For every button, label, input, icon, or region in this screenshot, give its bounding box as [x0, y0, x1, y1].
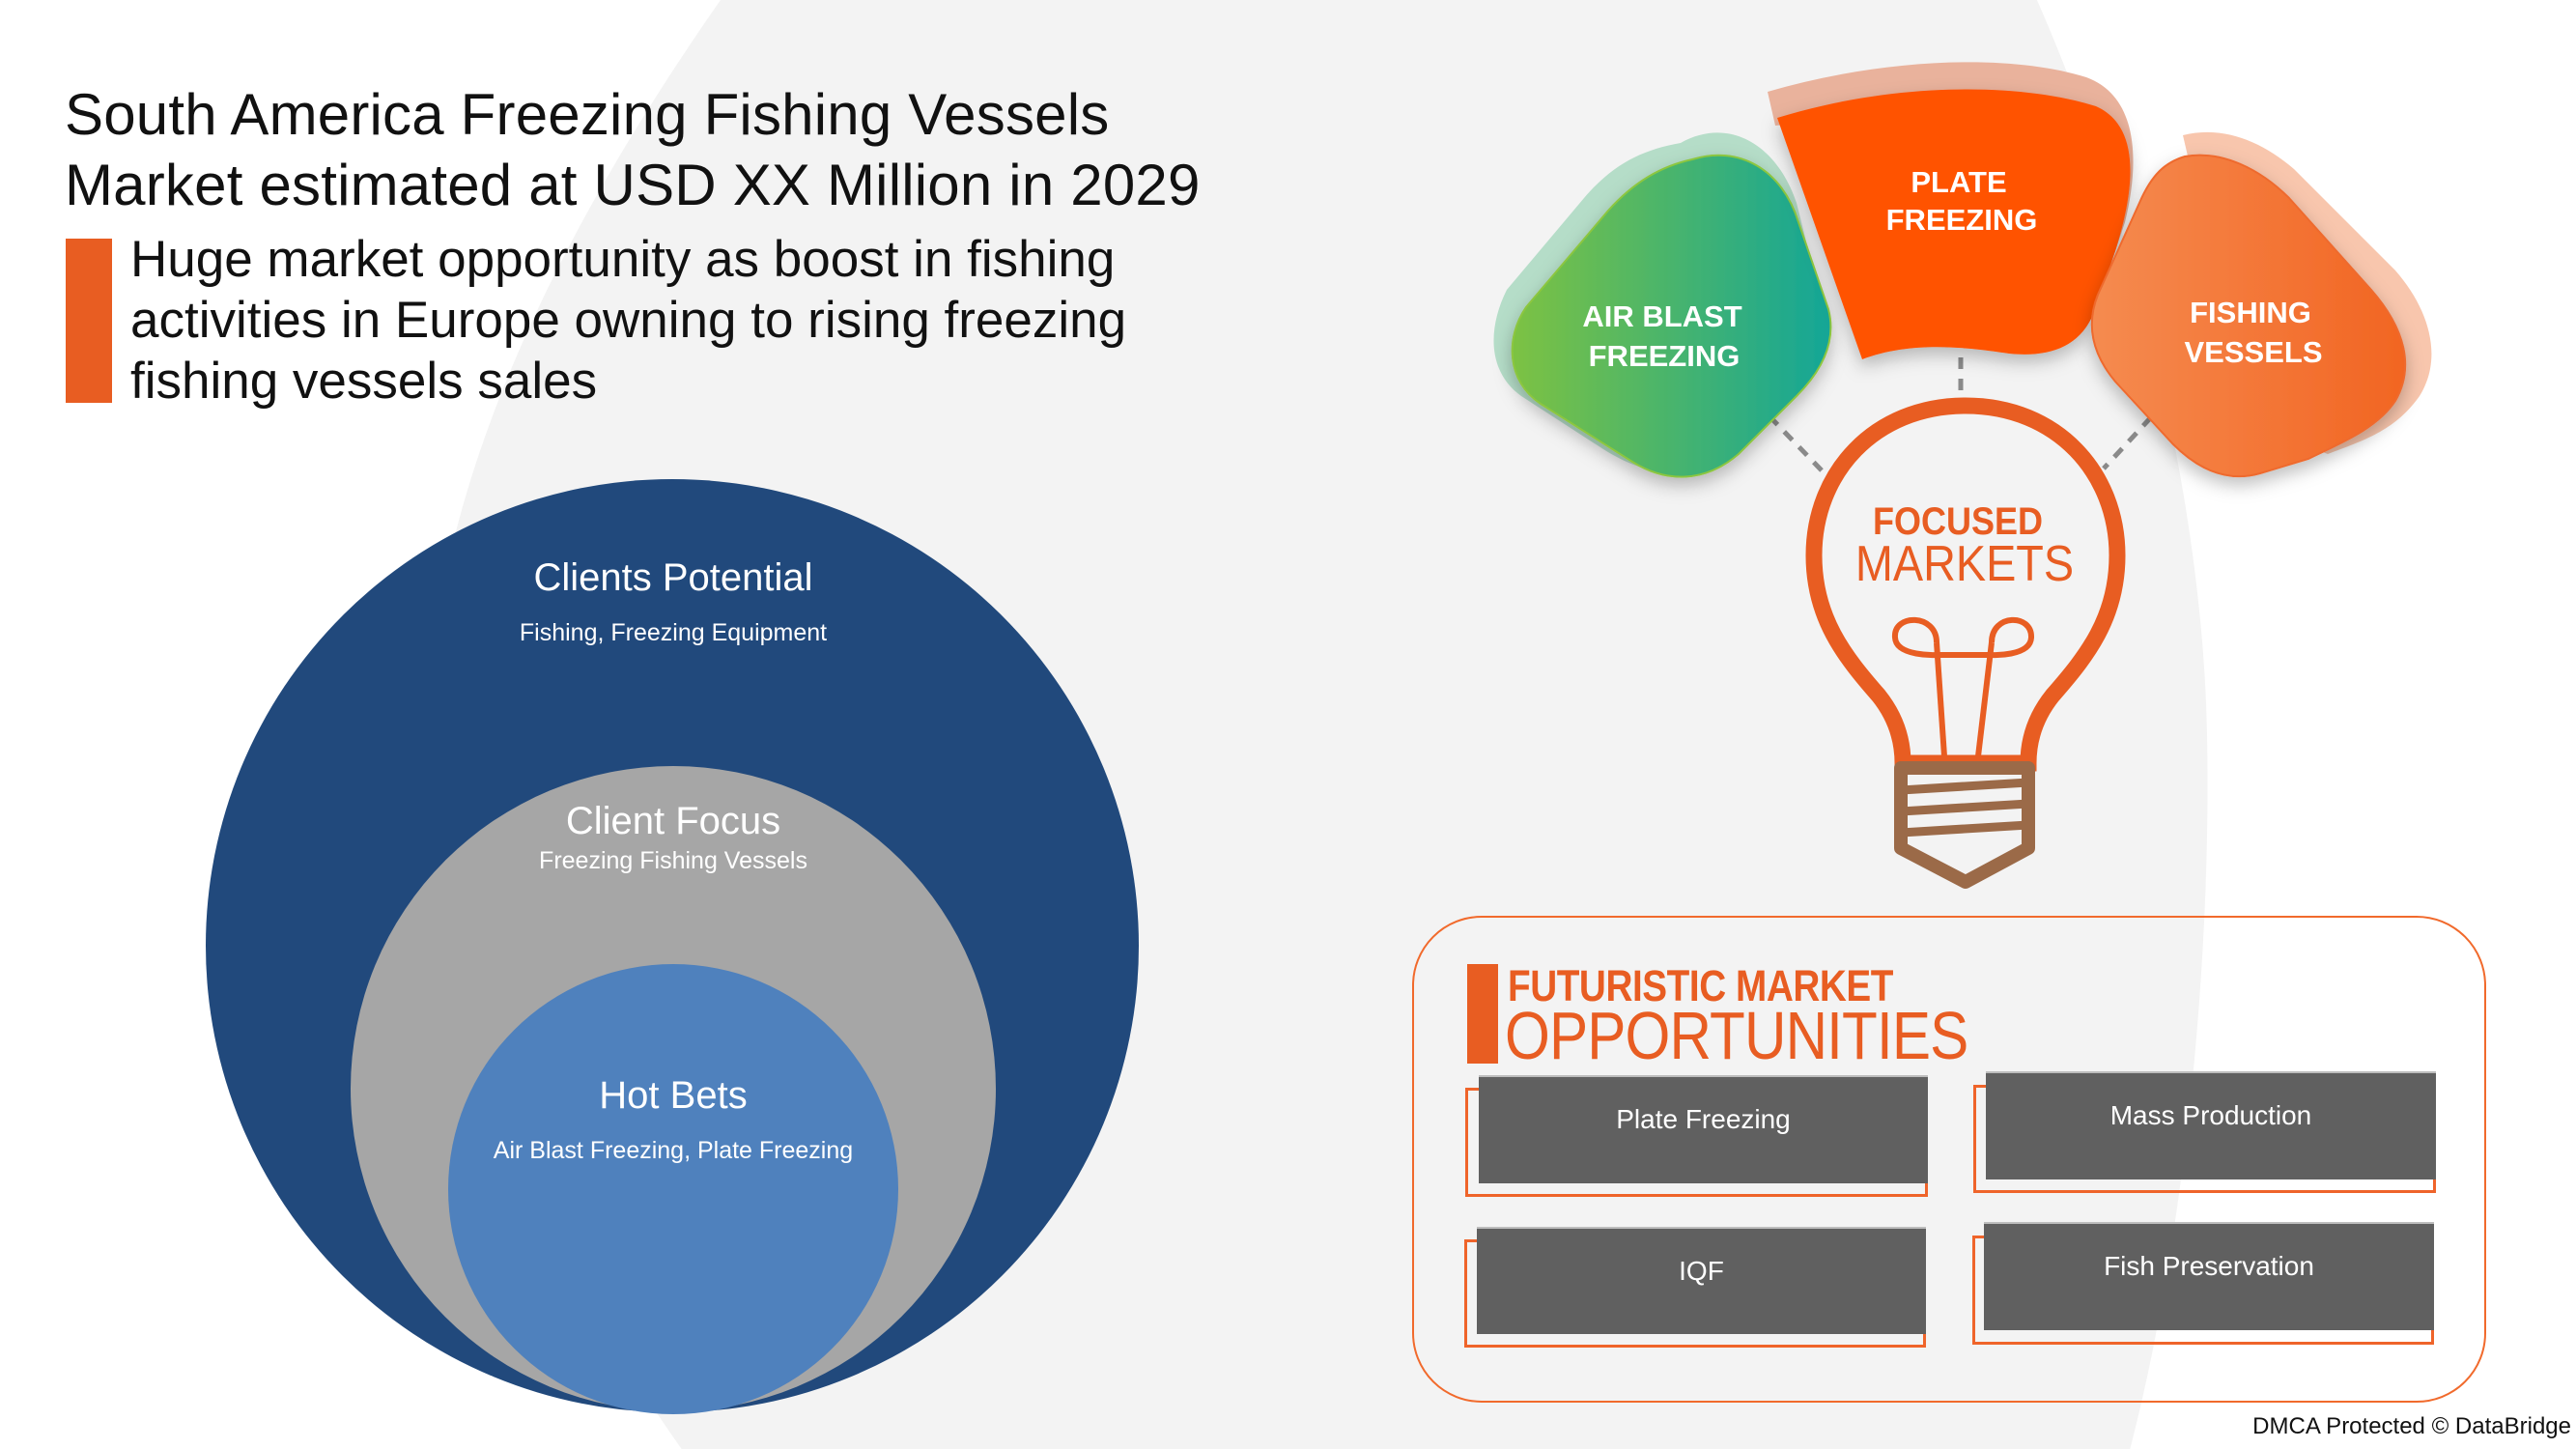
petal-plate-freezing: PLATE FREEZING	[1768, 62, 2134, 359]
opportunities-panel	[1412, 916, 2486, 1403]
petal-fishing-line1: FISHING	[2190, 296, 2311, 329]
lightbulb-icon: FOCUSED MARKETS	[1805, 397, 2126, 889]
opportunity-card-fish-preservation: Fish Preservation	[1984, 1222, 2434, 1330]
circle-subtitle-client-focus: Freezing Fishing Vessels	[539, 847, 807, 874]
opportunity-label: Plate Freezing	[1616, 1104, 1791, 1134]
opportunity-card-plate-freezing: Plate Freezing	[1479, 1075, 1928, 1183]
focused-line1: FOCUSED	[1873, 500, 2043, 543]
opportunity-label: Mass Production	[2109, 1100, 2312, 1130]
petal-fishing-line2: VESSELS	[2185, 335, 2323, 369]
subtitle-accent-bar	[66, 239, 112, 403]
opportunity-label: IQF	[1679, 1255, 1724, 1286]
circle-title-hot-bets: Hot Bets	[599, 1074, 748, 1117]
opportunities-heading-line2: OPPORTUNITIES	[1505, 998, 1968, 1073]
opportunities-accent-bar	[1467, 964, 1498, 1064]
petal-air-blast-freezing: AIR BLAST FREEZING	[1493, 132, 1832, 478]
subtitle-line-2: activities in Europe owning to rising fr…	[130, 292, 1127, 349]
circle-title-clients-potential: Clients Potential	[533, 556, 813, 599]
copyright-footer: DMCA Protected © DataBridge	[2252, 1413, 2571, 1439]
opportunity-card-mass-production: Mass Production	[1986, 1071, 2436, 1179]
petal-plate-line2: FREEZING	[1886, 203, 2038, 237]
subtitle-line-1: Huge market opportunity as boost in fish…	[130, 231, 1116, 288]
petal-air-blast-line2: FREEZING	[1589, 339, 1741, 373]
circle-hot-bets	[448, 964, 898, 1414]
opportunities-heading-line1: FUTURISTIC MARKET	[1508, 961, 1894, 1010]
focused-line2: MARKETS	[1855, 536, 2074, 592]
petal-fishing-vessels: FISHING VESSELS	[2090, 131, 2432, 478]
petal-air-blast-line1: AIR BLAST	[1582, 299, 1741, 333]
circle-subtitle-hot-bets: Air Blast Freezing, Plate Freezing	[493, 1137, 854, 1164]
title-line-2: Market estimated at USD XX Million in 20…	[65, 153, 1201, 217]
opportunity-label: Fish Preservation	[2104, 1251, 2314, 1281]
petal-plate-line1: PLATE	[1911, 165, 2006, 199]
circle-subtitle-clients-potential: Fishing, Freezing Equipment	[519, 619, 828, 646]
title-line-1: South America Freezing Fishing Vessels	[65, 82, 1110, 147]
subtitle-line-3: fishing vessels sales	[130, 353, 598, 410]
page-title: South America Freezing Fishing Vessels M…	[65, 79, 1201, 220]
subtitle: Huge market opportunity as boost in fish…	[130, 229, 1126, 412]
circle-title-client-focus: Client Focus	[565, 800, 781, 842]
opportunity-card-iqf: IQF	[1477, 1227, 1926, 1334]
